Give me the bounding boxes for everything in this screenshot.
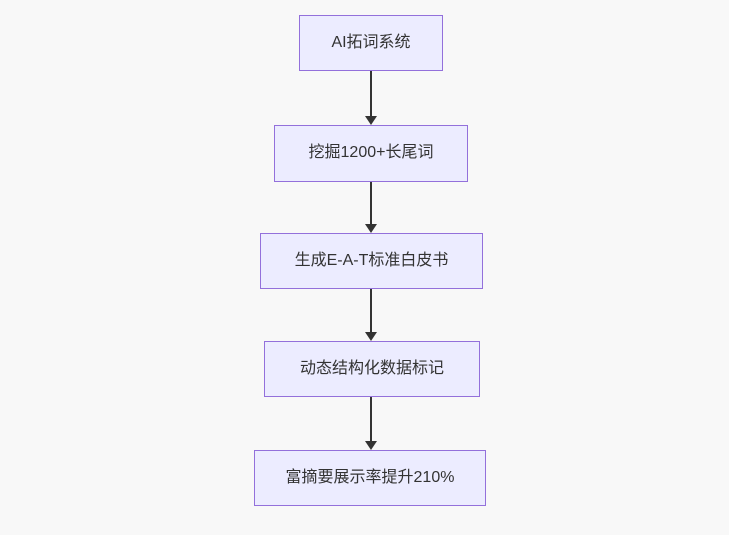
flow-node-label: 动态结构化数据标记 [299, 359, 444, 377]
arrow-line [370, 289, 372, 332]
flow-arrow-2 [365, 182, 377, 233]
flow-node-label: AI拓词系统 [331, 33, 411, 51]
arrow-line [370, 397, 372, 441]
flow-node-label: 生成E-A-T标准白皮书 [294, 251, 449, 269]
flow-arrow-3 [365, 289, 377, 341]
arrow-head-icon [365, 224, 377, 233]
flow-node-label: 挖掘1200+长尾词 [308, 144, 434, 162]
arrow-head-icon [365, 116, 377, 125]
flow-arrow-4 [365, 397, 377, 450]
flow-node-structured-data-markup: 动态结构化数据标记 [264, 341, 480, 397]
flow-node-longtail-mining: 挖掘1200+长尾词 [274, 125, 468, 182]
flow-node-rich-snippet-result: 富摘要展示率提升210% [254, 450, 486, 506]
flow-node-eat-whitepaper: 生成E-A-T标准白皮书 [260, 233, 483, 289]
arrow-head-icon [365, 441, 377, 450]
arrow-line [370, 71, 372, 116]
flow-node-label: 富摘要展示率提升210% [285, 468, 455, 486]
flow-node-ai-keyword-system: AI拓词系统 [299, 15, 443, 71]
arrow-line [370, 182, 372, 224]
arrow-head-icon [365, 332, 377, 341]
flow-arrow-1 [365, 71, 377, 125]
